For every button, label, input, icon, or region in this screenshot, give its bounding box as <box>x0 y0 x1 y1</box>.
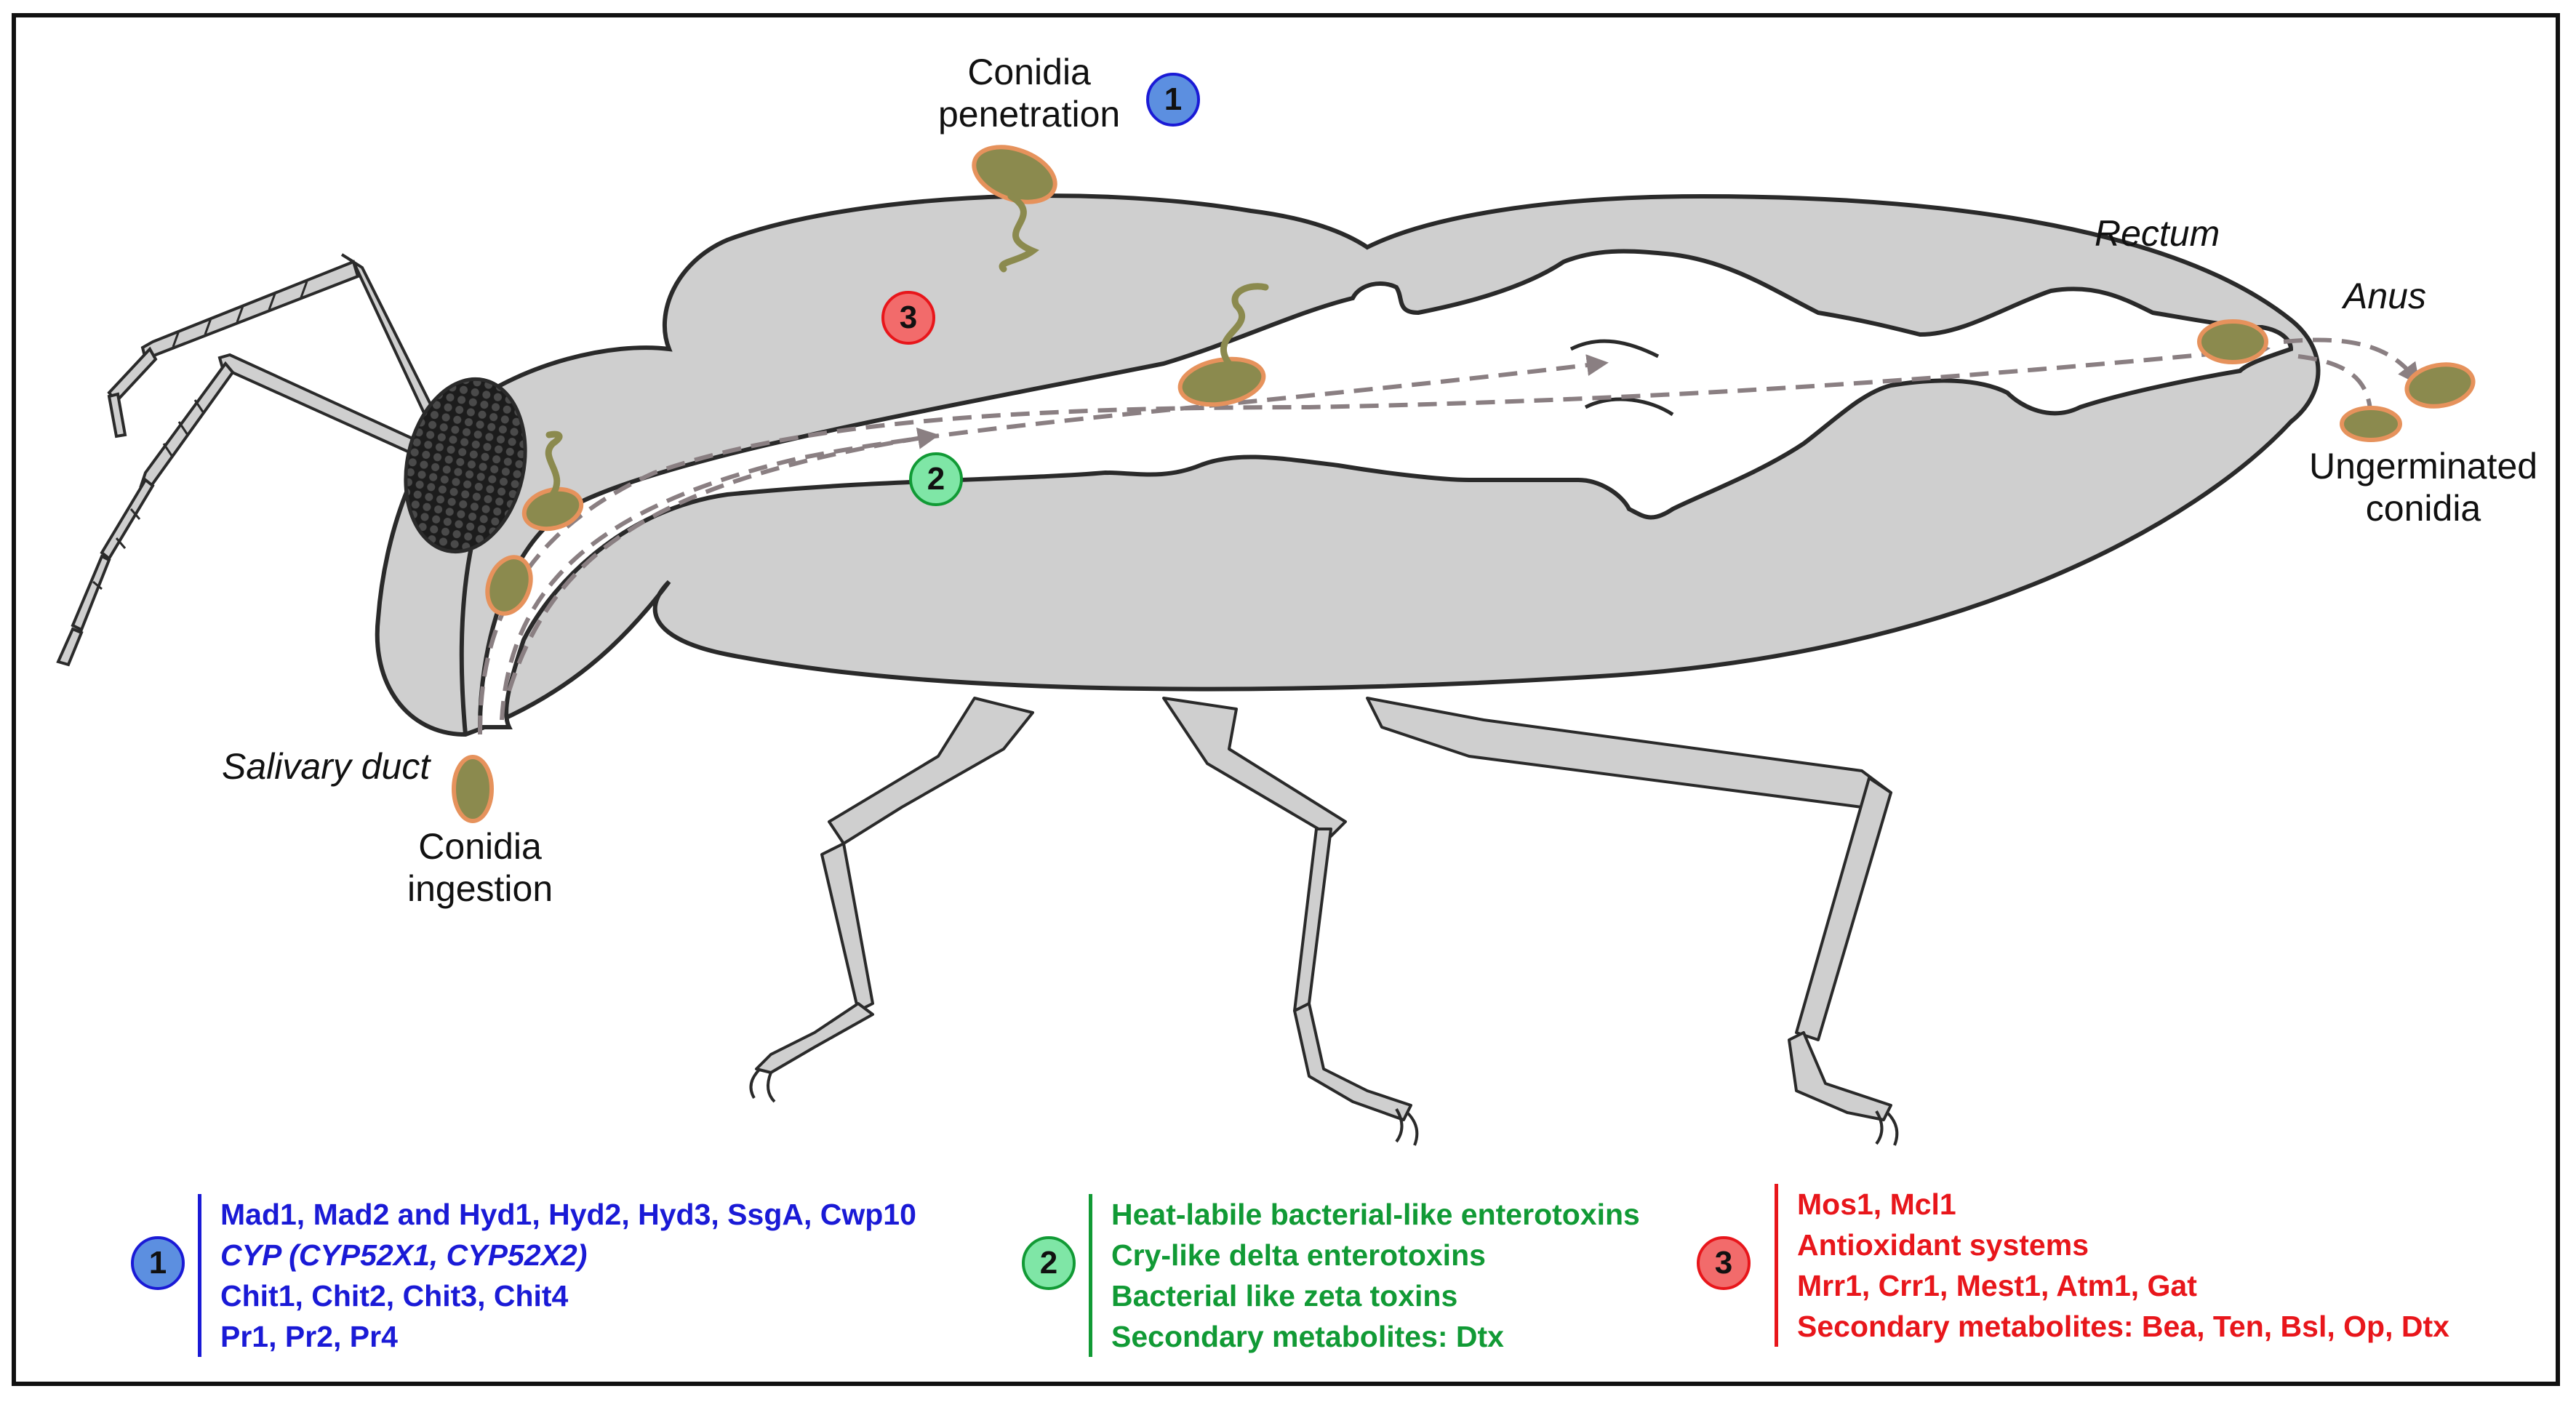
legend-1-line: Pr1, Pr2, Pr4 <box>220 1320 398 1353</box>
legend-badge-3: 3 <box>1697 1236 1751 1290</box>
conidium-gut-2 <box>521 486 584 532</box>
legend-1-line: Chit1, Chit2, Chit3, Chit4 <box>220 1279 569 1313</box>
label-conidia-penetration: Conidia penetration <box>938 52 1121 135</box>
legend-3-line: Mos1, Mcl1 <box>1797 1187 1956 1221</box>
badge-1-penetration: 1 <box>1146 73 1200 127</box>
conidium-anus-1 <box>2404 362 2476 409</box>
conidium-ingestion <box>452 755 494 823</box>
badge-2-gut: 2 <box>909 452 963 506</box>
legend-3-line: Antioxidant systems <box>1797 1228 2089 1262</box>
label-rectum: Rectum <box>2095 213 2220 254</box>
legend-2-line: Cry-like delta enterotoxins <box>1111 1238 1486 1272</box>
conidia <box>452 145 2476 823</box>
legend-1-line: Mad1, Mad2 and Hyd1, Hyd2, Hyd3, SsgA, C… <box>220 1198 916 1231</box>
conidium-rectum <box>2197 319 2268 364</box>
legend-badge-2: 2 <box>1022 1236 1076 1290</box>
conidium-gut-3 <box>485 555 533 616</box>
conidium-anus-2 <box>2340 406 2402 442</box>
legend-2-line: Heat-labile bacterial-like enterotoxins <box>1111 1198 1640 1231</box>
gut-folds <box>1569 339 1674 417</box>
conidium-gut-1 <box>1177 356 1266 407</box>
badge-3-hemolymph: 3 <box>881 291 935 345</box>
gut <box>477 249 2294 729</box>
germ-tubes <box>545 193 1269 498</box>
legend-3-line: Mrr1, Crr1, Mest1, Atm1, Gat <box>1797 1269 2197 1302</box>
legend-2-line: Bacterial like zeta toxins <box>1111 1279 1458 1313</box>
label-salivary-duct: Salivary duct <box>222 746 431 787</box>
label-conidia-ingestion: Conidia ingestion <box>407 826 553 909</box>
legend-group-3: Mos1, Mcl1 Antioxidant systems Mrr1, Crr… <box>1775 1184 2449 1347</box>
leg-claws <box>749 1067 1899 1146</box>
conidium-penetration <box>972 145 1057 204</box>
legs <box>755 697 1892 1121</box>
legend-group-2: Heat-labile bacterial-like enterotoxins … <box>1089 1194 1640 1357</box>
legend-2-line: Secondary metabolites: Dtx <box>1111 1320 1504 1353</box>
antenna-segments <box>92 281 308 590</box>
label-ungerminated-conidia: Ungerminated conidia <box>2309 446 2538 529</box>
legend-3-line: Secondary metabolites: Bea, Ten, Bsl, Op… <box>1797 1310 2449 1343</box>
legend-1-line: CYP (CYP52X1, CYP52X2) <box>220 1238 588 1272</box>
figure-frame <box>12 13 2560 1386</box>
legend-group-1: Mad1, Mad2 and Hyd1, Hyd2, Hyd3, SsgA, C… <box>198 1194 916 1357</box>
label-anus: Anus <box>2343 276 2426 316</box>
compound-eye <box>404 377 527 554</box>
legend-badge-1: 1 <box>131 1236 185 1290</box>
antennae <box>56 253 446 667</box>
